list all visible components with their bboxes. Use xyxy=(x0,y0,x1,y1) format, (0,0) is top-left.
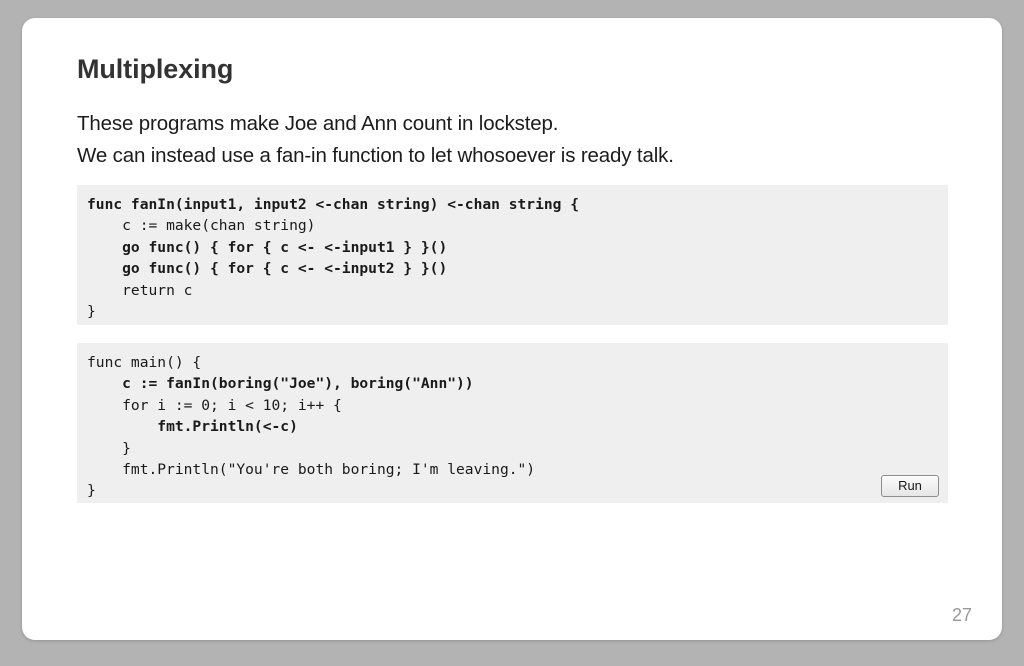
run-button[interactable]: Run xyxy=(881,475,939,497)
code-line: go func() { for { c <- <-input2 } }() xyxy=(87,260,448,278)
code-line: c := make(chan string) xyxy=(87,217,316,235)
page-title: Multiplexing xyxy=(77,54,234,84)
code-line: go func() { for { c <- <-input1 } }() xyxy=(87,238,448,256)
body-line-1: These programs make Joe and Ann count in… xyxy=(77,112,559,135)
code-line: } xyxy=(87,482,96,500)
page-number: 27 xyxy=(951,605,972,625)
code-line: func fanIn(input1, input2 <-chan string)… xyxy=(87,196,580,213)
code-line: c := fanIn(boring("Joe"), boring("Ann")) xyxy=(87,375,474,393)
code-line: fmt.Println("You're both boring; I'm lea… xyxy=(87,461,536,479)
slide-body-text: These programs make Joe and Ann count in… xyxy=(77,108,957,172)
code-line: fmt.Println(<-c) xyxy=(87,418,298,436)
code-line: return c xyxy=(87,281,193,299)
code-line: } xyxy=(87,439,131,457)
code-line: func main() { xyxy=(87,354,202,371)
code-block-main: func main() { c := fanIn(boring("Joe"), … xyxy=(77,343,948,503)
code-line: } xyxy=(87,303,96,321)
code-block-fanin: func fanIn(input1, input2 <-chan string)… xyxy=(77,185,948,325)
code-line: for i := 0; i < 10; i++ { xyxy=(87,396,342,414)
slide-canvas: Multiplexing These programs make Joe and… xyxy=(22,18,1002,640)
body-line-2: We can instead use a fan-in function to … xyxy=(77,144,674,167)
